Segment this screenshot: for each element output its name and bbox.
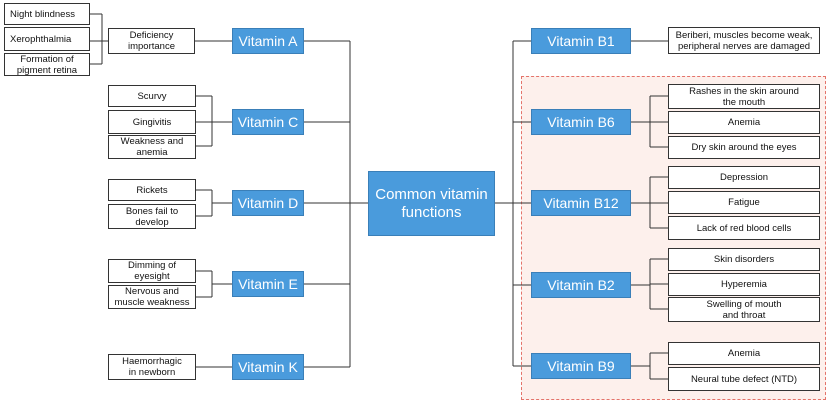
vitamin-d-rickets: Rickets xyxy=(108,179,196,201)
vitamin-a-deficiency-importance: Deficiency importance xyxy=(108,28,195,54)
vitamin-b9-neural-tube-defect: Neural tube defect (NTD) xyxy=(668,367,820,391)
vitamin-b6-dry-skin: Dry skin around the eyes xyxy=(668,136,820,159)
vitamin-b2-skin-disorders: Skin disorders xyxy=(668,248,820,271)
vitamin-b12-depression: Depression xyxy=(668,166,820,189)
center-node-common-vitamin-functions: Common vitamin functions xyxy=(368,171,495,236)
vitamin-e-nervous-muscle-weakness: Nervous and muscle weakness xyxy=(108,285,196,309)
vitamin-b12-node: Vitamin B12 xyxy=(531,190,631,216)
vitamin-b6-node: Vitamin B6 xyxy=(531,109,631,135)
vitamin-b9-anemia: Anemia xyxy=(668,342,820,365)
vitamin-c-node: Vitamin C xyxy=(232,109,304,135)
vitamin-e-dimming-eyesight: Dimming of eyesight xyxy=(108,259,196,283)
vitamin-b2-hyperemia: Hyperemia xyxy=(668,273,820,296)
vitamin-c-gingivitis: Gingivitis xyxy=(108,110,196,134)
vitamin-b1-beriberi: Beriberi, muscles become weak, periphera… xyxy=(668,27,820,54)
vitamin-a-pigment-retina: Formation of pigment retina xyxy=(4,53,90,76)
vitamin-k-node: Vitamin K xyxy=(232,354,304,380)
vitamin-c-weakness-anemia: Weakness and anemia xyxy=(108,135,196,159)
vitamin-d-node: Vitamin D xyxy=(232,190,304,216)
vitamin-b1-node: Vitamin B1 xyxy=(531,28,631,54)
vitamin-b6-rashes: Rashes in the skin around the mouth xyxy=(668,84,820,109)
vitamin-k-haemorrhagic-newborn: Haemorrhagic in newborn xyxy=(108,354,196,380)
vitamin-a-xerophthalmia: Xerophthalmia xyxy=(4,27,90,51)
vitamin-a-node: Vitamin A xyxy=(232,28,304,54)
vitamin-b12-lack-red-blood-cells: Lack of red blood cells xyxy=(668,216,820,240)
vitamin-b9-node: Vitamin B9 xyxy=(531,353,631,379)
vitamin-a-night-blindness: Night blindness xyxy=(4,3,90,25)
vitamin-e-node: Vitamin E xyxy=(232,271,304,297)
vitamin-d-bones-fail: Bones fail to develop xyxy=(108,204,196,229)
vitamin-b2-swelling-mouth-throat: Swelling of mouth and throat xyxy=(668,297,820,322)
vitamin-c-scurvy: Scurvy xyxy=(108,85,196,107)
vitamin-b6-anemia: Anemia xyxy=(668,111,820,134)
vitamin-b2-node: Vitamin B2 xyxy=(531,272,631,298)
vitamin-b12-fatigue: Fatigue xyxy=(668,191,820,214)
